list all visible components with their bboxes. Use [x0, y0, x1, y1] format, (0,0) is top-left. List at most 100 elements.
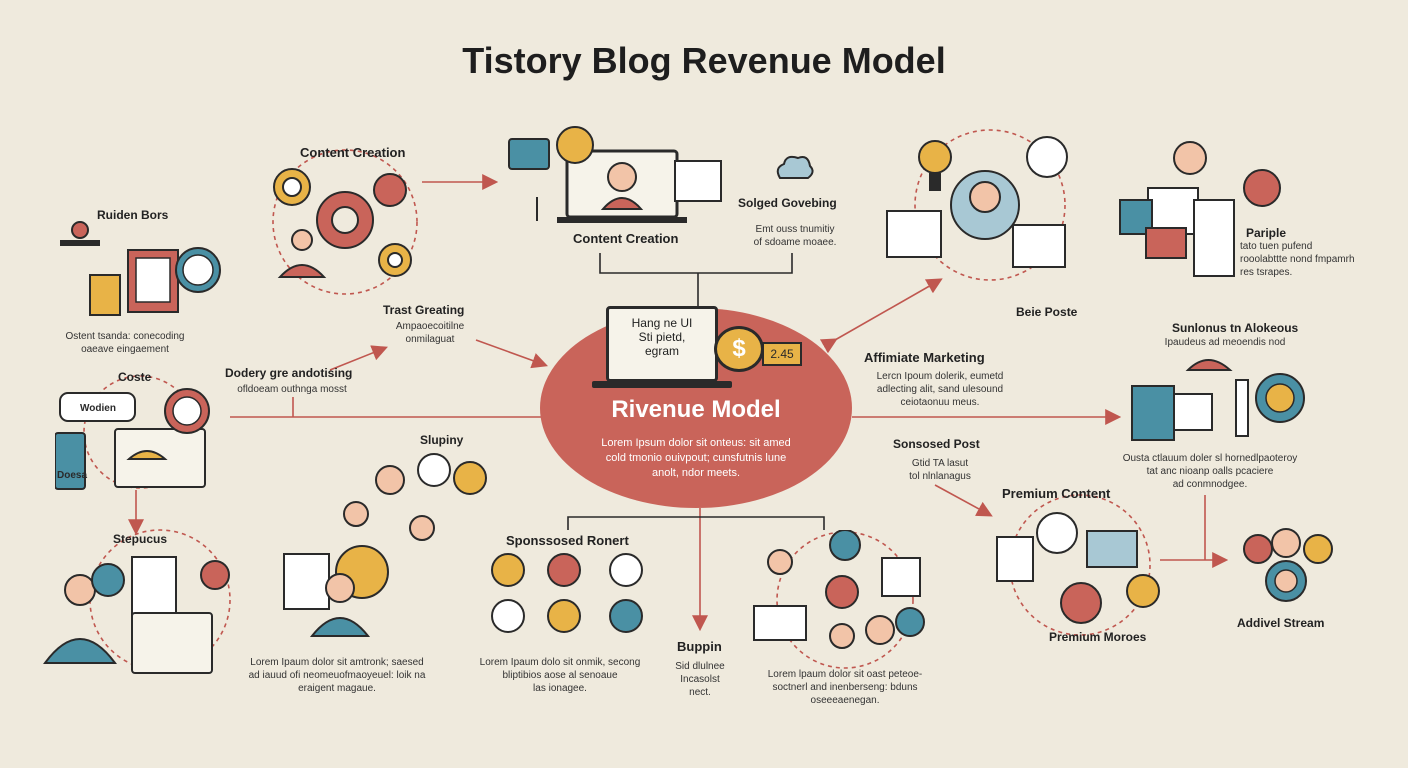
- solged-line-1: Emt ouss tnumitiy: [755, 224, 835, 235]
- label-sunlonus: Sunlonus tn Alokeous: [1172, 321, 1299, 335]
- solged-description: Emt ouss tnumitiy of sdoame moaee.: [735, 223, 855, 249]
- affiliate-description: Lercn Ipoum dolerik, eumetd adlecting al…: [855, 370, 1025, 409]
- label-buppin: Buppin: [677, 639, 722, 654]
- person-icon: [491, 553, 643, 633]
- stepucus-description: Lorem Ipaum dolor sit amtronk; saesed ad…: [237, 656, 437, 695]
- solged-line-2: of sdoame moaee.: [753, 237, 837, 248]
- hub-text-line-1: Lorem Ipsum dolor sit onteus: sit amed: [601, 437, 791, 449]
- monitor-line-1: Hang ne UI: [631, 316, 693, 330]
- label-addivel-stream: Addivel Stream: [1237, 616, 1325, 630]
- chart-icon: [753, 530, 925, 649]
- stepucus-line-1: Lorem Ipaum dolor sit amtronk; saesed: [250, 657, 424, 668]
- monitor-line-2: Sti pietd,: [638, 330, 686, 344]
- dollar-coin-icon: $: [714, 326, 764, 372]
- sponsored-ronert-line-1: Lorem Ipaum dolo sit onmik, secong: [479, 657, 641, 668]
- arrow-trast-hub: [475, 339, 549, 369]
- affiliate-line-1: Lercn Ipoum dolerik, eumetd: [876, 371, 1004, 382]
- ousta-description: Ousta ctlauum doler sl hornedlpaoteroy t…: [1100, 452, 1320, 491]
- pariple-line-2: rooolabttte nond fmpamrh: [1240, 254, 1355, 265]
- ousta-line-1: Ousta ctlauum doler sl hornedlpaoteroy: [1122, 453, 1298, 464]
- buppin-description: Sid dlulnee Incasolst nect.: [660, 660, 740, 699]
- label-pariple: Pariple: [1246, 226, 1287, 240]
- bottom-description: Lorem lpaum dolor sit oast peteoe- soctn…: [745, 668, 945, 707]
- affiliate-line-3: ceiotaonuu meus.: [900, 397, 980, 408]
- hub-text-line-3: anolt, ndor meets.: [651, 467, 741, 479]
- dashed-circle-beie: [914, 129, 1066, 281]
- label-premium-content: Premium Content: [1002, 486, 1111, 501]
- person-icon: [43, 556, 230, 674]
- coste-box-1: Wodien: [80, 403, 116, 414]
- dashed-circle-creation: [272, 149, 418, 295]
- bracket-top: [599, 253, 793, 274]
- envelope-icon: [1119, 141, 1281, 277]
- dodery-description: ofldoeam outhnga mosst: [222, 383, 362, 396]
- sunlonus-line-1: Ipaudeus ad meoendis nod: [1164, 337, 1286, 348]
- buppin-line-3: nect.: [689, 687, 711, 698]
- label-solged: Solged Govebing: [738, 196, 837, 210]
- sponsored-ronert-description: Lorem Ipaum dolo sit onmik, secong blipt…: [470, 656, 650, 695]
- price-tag: 2.45: [762, 342, 802, 366]
- label-content-creation-top: Content Creation: [300, 145, 406, 160]
- bottom-line-1: Lorem lpaum dolor sit oast peteoe-: [767, 669, 923, 680]
- bottom-line-2: soctnerl and inenberseng: bduns: [772, 682, 918, 693]
- bottom-line-3: oseeeaenegan.: [810, 695, 880, 706]
- ruiden-line-1: Ostent tsanda: conecoding: [65, 331, 185, 342]
- sonsosed-line-1: Gtid TA lasut: [911, 458, 969, 469]
- hub-title: Rivenue Model: [611, 396, 781, 423]
- label-coste: Coste: [118, 370, 152, 384]
- stepucus-line-3: eraigent magaue.: [298, 683, 376, 694]
- stepucus-line-2: ad iauud ofi neomeuofmaoyeuel: loik na: [248, 670, 426, 681]
- hub-text-line-2: cold tmonio ouivpout; cunsfutnis lune: [605, 452, 787, 464]
- monitor-line-3: egram: [644, 344, 679, 358]
- sonsosed-description: Gtid TA lasut tol nlnlanagus: [895, 457, 985, 483]
- hub-monitor-text: Hang ne UI Sti pietd, egram: [612, 316, 712, 358]
- coste-box-2: Doesa: [57, 470, 88, 481]
- label-dodery: Dodery gre andotising: [225, 366, 353, 380]
- label-sponsored-ronert: Sponssosed Ronert: [506, 533, 629, 548]
- pariple-description: tato tuen pufend rooolabttte nond fmpamr…: [1240, 240, 1390, 279]
- ousta-line-2: tat anc nioanp oalls pcaciere: [1146, 466, 1274, 477]
- trast-line-2: onmilaguat: [405, 334, 455, 345]
- pariple-line-1: tato tuen pufend: [1240, 241, 1313, 252]
- arrow-dodery-trast: [329, 345, 388, 371]
- ruiden-line-2: oaeave eingaement: [81, 344, 169, 355]
- label-stepucus: Stepucus: [113, 532, 168, 546]
- label-premium-moroes: Premium Moroes: [1049, 630, 1147, 644]
- label-content-creation-center: Content Creation: [573, 231, 679, 246]
- sponsored-ronert-line-3: las ionagee.: [533, 683, 587, 694]
- buppin-line-1: Sid dlulnee: [675, 661, 725, 672]
- label-beie-poste: Beie Poste: [1016, 305, 1078, 319]
- ruiden-description: Ostent tsanda: conecoding oaeave eingaem…: [50, 330, 200, 356]
- label-trast: Trast Greating: [383, 303, 465, 317]
- arrow-hub-beie: [819, 278, 943, 354]
- sonsosed-line-2: tol nlnlanagus: [909, 471, 971, 482]
- arrow-sonsosed: [934, 484, 993, 517]
- dodery-line-1: ofldoeam outhnga mosst: [237, 384, 347, 395]
- speech-bubble-icon: [55, 388, 210, 490]
- label-slupiny: Slupiny: [420, 433, 464, 447]
- page-title: Tistory Blog Revenue Model: [462, 40, 946, 81]
- pariple-line-3: res tsrapes.: [1240, 267, 1293, 278]
- dashed-circle-bottom: [776, 531, 914, 669]
- trast-description: Ampaoecoitilne onmilaguat: [380, 320, 480, 346]
- sponsored-ronert-line-2: bliptibios aose al senoaue: [502, 670, 618, 681]
- laptop-base: [592, 381, 732, 388]
- gear-icon: [273, 168, 412, 278]
- bracket-bottom: [567, 516, 825, 530]
- label-sonsosed-post: Sonsosed Post: [893, 437, 980, 451]
- laptop-icon: [606, 306, 718, 382]
- cloud-icon: [776, 155, 814, 179]
- person-icon: [283, 453, 487, 637]
- label-ruiden: Ruiden Bors: [97, 208, 169, 222]
- person-icon: [1243, 528, 1333, 602]
- dollar-coin-icon: [996, 512, 1160, 624]
- affiliate-line-2: adlecting alit, sand ulesound: [876, 384, 1004, 395]
- buppin-line-2: Incasolst: [680, 674, 720, 685]
- label-affiliate: Affimiate Marketing: [864, 350, 985, 365]
- chart-icon: [1131, 359, 1305, 441]
- hub-description: Lorem Ipsum dolor sit onteus: sit amed c…: [560, 436, 832, 481]
- trast-line-1: Ampaoecoitilne: [395, 321, 465, 332]
- lightbulb-icon: [886, 136, 1068, 268]
- laptop-icon: [508, 126, 722, 223]
- ousta-line-3: ad conmnodgee.: [1172, 479, 1248, 490]
